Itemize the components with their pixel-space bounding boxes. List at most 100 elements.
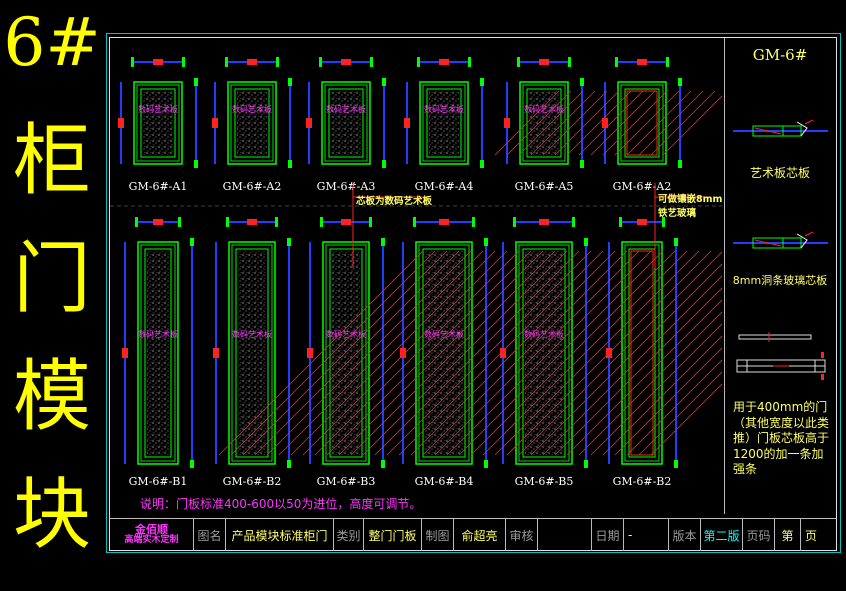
door-bottom-6: GM-6#-B2 [218,217,722,488]
glass-hatch [590,90,656,156]
drawing-frame [109,37,837,551]
door-panel-border [144,248,172,458]
glass-hatch [650,90,716,156]
dim-tick [226,217,229,227]
glass-hatch [566,90,632,156]
glass-hatch [374,250,580,456]
glass-hatch [290,250,496,456]
side-panel: GM-6# 艺术板芯板 8mm洞条玻璃芯板 用于400mm的门（其他宽度以此类推… [724,38,836,514]
dim-tick [131,57,134,67]
door-frame-inner [518,244,570,462]
profile-cap [480,160,484,168]
glass-hatch [218,250,424,456]
dim-tick [370,57,373,67]
glass-hatch [302,250,508,456]
width-dim-value [637,219,647,225]
door-caption: GM-6#-A3 [317,180,376,193]
profile-cap [287,238,291,246]
door-panel-border [140,88,176,158]
glass-hatch [590,323,722,456]
door-frame [321,81,371,165]
reinforcement-diagram [736,332,826,380]
glass-core-section-diagram [733,231,828,249]
drawn-label: 制图 [422,519,454,551]
profile-cap [678,160,682,168]
door-frame [419,81,469,165]
glass-hatch [386,250,592,456]
profile-cap [288,78,292,86]
glass-panel [627,91,657,155]
version-label: 版本 [669,519,701,551]
width-dim-value [439,59,449,65]
version-value: 第二版 [701,519,743,551]
door-frame-inner [325,244,367,462]
glass-hatch [554,287,722,456]
glass-hatch [350,250,556,456]
callout-art-core: 芯板为数码艺术板 [352,183,433,268]
door-panel-border [426,88,462,158]
profile-cap [381,460,385,468]
dim-tick [513,217,516,227]
profile-cap [190,238,194,246]
door-panel-border [329,248,363,458]
glass-hatch [578,90,644,156]
profile-cap [382,160,386,168]
dim-tick [568,57,571,67]
door-frame-inner [522,84,566,162]
width-dim-value [439,219,449,225]
door-frame [137,241,179,465]
door-caption: GM-6#-B5 [515,475,574,488]
glass-hatch [518,251,722,456]
profile-cap [674,238,678,246]
door-caption: GM-6#-A4 [415,180,474,193]
width-dim-value [539,219,549,225]
glass-hatch [614,347,722,456]
dim-tick [320,217,323,227]
glass-hatch [254,250,460,456]
glass-border [626,90,658,156]
profile-cap [382,78,386,86]
dim-tick [468,57,471,67]
profile-cap [580,78,584,86]
height-dim-value [602,118,608,128]
glass-hatch [530,263,722,456]
art-panel [331,91,361,155]
door-frame-inner [418,244,470,462]
glass-hatch [638,90,704,156]
side-panel-note: 用于400mm的门（其他宽度以此类推）门板芯板高于1200的加一条加强条 [733,400,830,476]
door-panel-border [328,88,364,158]
door-group: 数码艺术板GM-6#-A1数码艺术板GM-6#-A2数码艺术板GM-6#-A3数… [118,57,722,488]
drawn-value: 俞超亮 [454,519,506,551]
outer-frame [106,33,841,553]
glass-hatch [458,250,664,456]
height-dim-value [306,118,312,128]
glass-hatch [398,250,604,456]
logo-line-2: 高端实木定制 [124,535,179,545]
profile-cap [484,238,488,246]
door-frame-inner [624,244,660,462]
profile-cap [288,160,292,168]
profile-cap [194,160,198,168]
glass-hatch [650,383,722,456]
door-caption: GM-6#-A5 [515,180,574,193]
glass-hatch [506,250,712,456]
dim-tick [276,57,279,67]
glass-hatch [518,90,584,156]
glass-hatch [614,90,680,156]
date-label: 日期 [592,519,624,551]
glass-hatch [494,250,700,456]
door-frame [617,81,667,165]
glass-hatch [338,250,544,456]
review-label: 审核 [506,519,538,551]
glass-core-caption: 8mm洞条玻璃芯板 [732,274,828,287]
glass-hatch [554,90,620,156]
height-dim-value [118,118,124,128]
logo-line-1: 金佰顺 [135,523,168,536]
date-value: - [624,519,669,551]
door-frame [519,81,569,165]
